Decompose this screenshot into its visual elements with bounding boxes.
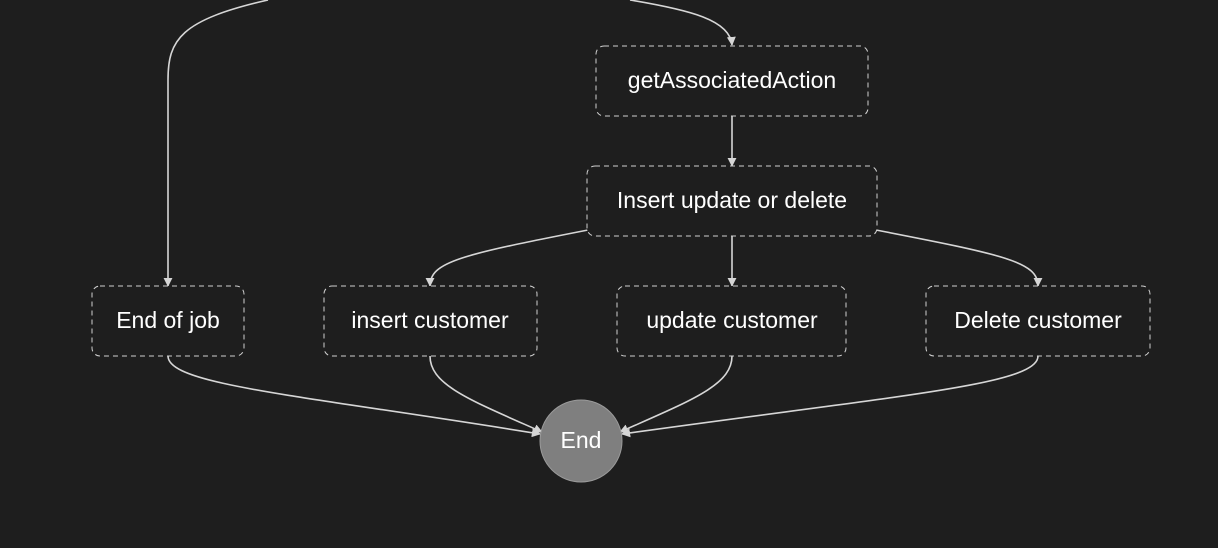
edge-delete-customer-to-end — [621, 355, 1039, 438]
node-insert-update-delete-label: Insert update or delete — [617, 187, 847, 213]
node-update-customer-box — [616, 285, 847, 357]
node-getassociatedaction-box — [595, 45, 869, 117]
node-end[interactable]: End — [539, 399, 623, 483]
edge-insert-customer-to-end — [429, 355, 543, 433]
node-end-circle — [539, 399, 623, 483]
node-end-of-job-box — [91, 285, 245, 357]
node-delete-customer[interactable]: Delete customer — [925, 285, 1151, 357]
edge-insert-update-delete-to-delete-customer — [875, 229, 1043, 287]
edge-end-of-job-to-end — [167, 355, 541, 438]
edge-insert-update-delete-to-insert-customer — [425, 229, 589, 287]
node-end-of-job[interactable]: End of job — [91, 285, 245, 357]
node-delete-customer-box — [925, 285, 1151, 357]
node-update-customer-label: update customer — [646, 307, 818, 333]
edges — [163, 0, 1043, 438]
node-end-label: End — [561, 427, 602, 453]
node-getassociatedaction-label: getAssociatedAction — [628, 67, 836, 93]
node-insert-update-delete[interactable]: Insert update or delete — [586, 165, 878, 237]
node-getassociatedaction[interactable]: getAssociatedAction — [595, 45, 869, 117]
node-insert-update-delete-box — [586, 165, 878, 237]
node-delete-customer-label: Delete customer — [954, 307, 1122, 333]
edge-incoming-to-getassociatedaction — [629, 0, 736, 46]
edge-incoming-to-end-of-job — [163, 0, 269, 287]
edge-update-customer-to-end — [619, 355, 733, 433]
node-update-customer[interactable]: update customer — [616, 285, 847, 357]
node-end-of-job-label: End of job — [116, 307, 220, 333]
node-insert-customer-label: insert customer — [351, 307, 509, 333]
node-insert-customer[interactable]: insert customer — [323, 285, 538, 357]
node-insert-customer-box — [323, 285, 538, 357]
